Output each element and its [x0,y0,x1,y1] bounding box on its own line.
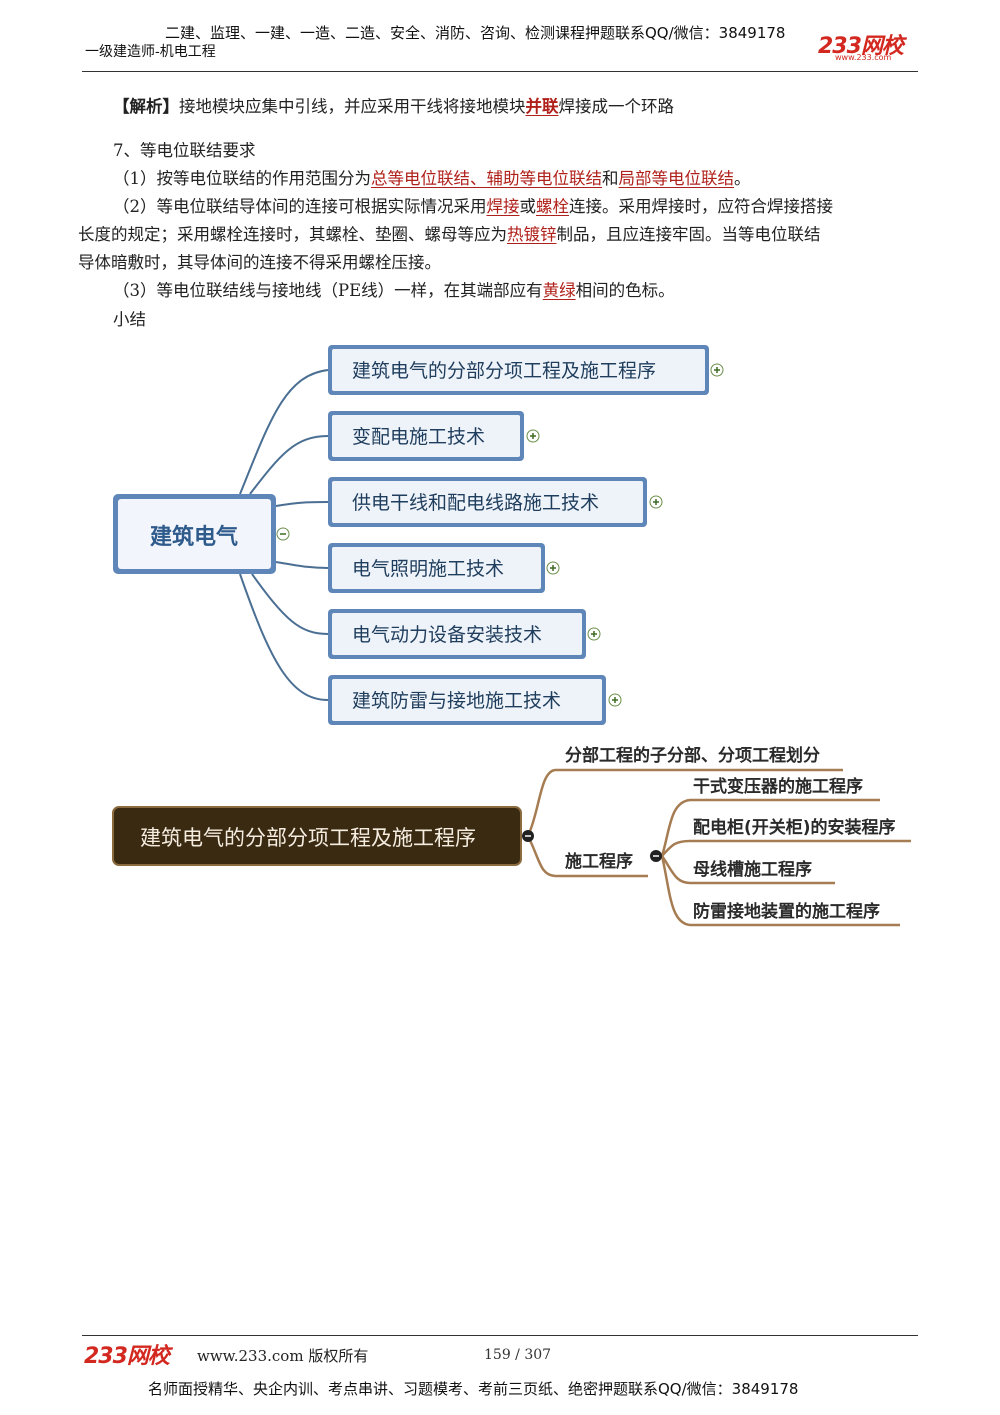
keyword-welding: 焊接 [486,197,520,216]
mindmap-2-child: 防雷接地装置的施工程序 [693,901,880,922]
header-subtitle: 一级建造师-机电工程 [85,44,216,60]
expand-plus-icon[interactable] [546,561,560,575]
footer-divider [82,1335,918,1336]
header-contact-line: 二建、监理、一建、一造、二造、安全、消防、咨询、检测课程押题联系QQ/微信：38… [165,24,786,42]
expand-plus-icon[interactable] [608,693,622,707]
mindmap-1-branch-label: 建筑电气的分部分项工程及施工程序 [352,360,656,382]
item-2-line-1: （2）等电位联结导体间的连接可根据实际情况采用焊接或螺栓连接。采用焊接时，应符合… [113,193,833,221]
analysis-text: 接地模块应集中引线，并应采用干线将接地模块 [179,97,526,116]
mindmap-1-root-node: 建筑电气 [113,494,276,574]
item-1-text: （1）按等电位联结的作用范围分为 [113,169,371,188]
keyword-parallel: 并联 [525,97,559,116]
mindmap-1-branch-0: 建筑电气的分部分项工程及施工程序 [328,345,709,395]
brand-logo-url: www.233.com [835,53,892,62]
expand-plus-icon[interactable] [710,363,724,377]
item-2-text-a: （2）等电位联结导体间的连接可根据实际情况采用 [113,197,487,216]
mindmap-1-branch-3: 电气照明施工技术 [328,543,545,593]
mindmap-1-branch-label: 电气动力设备安装技术 [352,624,542,646]
item-3: （3）等电位联结线与接地线（PE线）一样，在其端部应有黄绿相间的色标。 [113,277,675,305]
mindmap-1-branch-5: 建筑防雷与接地施工技术 [328,675,606,725]
analysis-tag: 【解析】 [113,97,179,116]
expand-plus-icon[interactable] [649,495,663,509]
summary-label: 小结 [113,310,146,329]
mindmap-2-branch-division: 分部工程的子分部、分项工程划分 [565,745,820,766]
collapse-minus-icon[interactable] [650,850,662,862]
mindmap-1-root-collapse[interactable] [276,527,290,541]
mindmap-2-branch-procedure: 施工程序 [565,851,633,872]
keyword-total-bonding: 总等电位联结、辅助等电位联结 [371,169,602,188]
item-1-end: 。 [734,169,751,188]
collapse-minus-icon[interactable] [522,830,534,842]
mindmap-2-root-label: 建筑电气的分部分项工程及施工程序 [140,826,476,850]
item-2-line-2: 长度的规定；采用螺栓连接时，其螺栓、垫圈、螺母等应为热镀锌制品，且应连接牢固。当… [78,221,821,249]
item-3-text: （3）等电位联结线与接地线（PE线）一样，在其端部应有 [113,281,543,300]
keyword-yellow-green: 黄绿 [542,281,576,300]
mindmap-1-branch-4: 电气动力设备安装技术 [328,609,586,659]
mindmap-1-branch-2: 供电干线和配电线路施工技术 [328,477,647,527]
mindmap-1-branch-label: 变配电施工技术 [352,426,485,448]
mindmap-1-root-label: 建筑电气 [150,524,238,550]
mindmap-2-connectors [526,768,691,927]
expand-plus-icon[interactable] [587,627,601,641]
mindmap-1-branch-label: 供电干线和配电线路施工技术 [352,492,599,514]
mindmap-1-branch-label: 电气照明施工技术 [352,558,504,580]
keyword-local-bonding: 局部等电位联结 [618,169,735,188]
analysis-paragraph: 【解析】接地模块应集中引线，并应采用干线将接地模块并联焊接成一个环路 [113,93,674,121]
mindmap-2-child: 配电柜(开关柜)的安装程序 [693,817,896,838]
mindmap-2-child: 干式变压器的施工程序 [693,776,863,797]
mindmap-1-connectors [239,369,329,701]
footer-copyright: www.233.com 版权所有 [197,1347,369,1365]
keyword-hot-galvanized: 热镀锌 [507,225,557,244]
mindmap-electrical: 建筑电气 建筑电气的分部分项工程及施工程序 变配电施工技术 供电干线和配电线路施… [113,345,724,725]
mindmap-1-branch-label: 建筑防雷与接地施工技术 [352,690,561,712]
item-1-mid: 和 [602,169,619,188]
item-3-end: 相间的色标。 [575,281,675,300]
mindmap-2-child: 母线槽施工程序 [693,859,812,880]
item-2-line-3: 导体暗敷时，其导体间的连接不得采用螺栓压接。 [78,253,441,272]
header-divider [82,71,918,72]
expand-plus-icon[interactable] [526,429,540,443]
brand-logo: 233网校 [818,34,904,59]
page-number: 159 / 307 [484,1347,552,1363]
item-2-text-e: 制品，且应连接牢固。当等电位联结 [556,225,821,244]
mindmap-2-root-node: 建筑电气的分部分项工程及施工程序 [112,806,522,866]
keyword-bolt: 螺栓 [536,197,569,216]
item-1: （1）按等电位联结的作用范围分为总等电位联结、辅助等电位联结和局部等电位联结。 [113,165,751,193]
item-2-text-c: 连接。采用焊接时，应符合焊接搭接 [569,197,833,216]
item-2-text-d: 长度的规定；采用螺栓连接时，其螺栓、垫圈、螺母等应为 [78,225,507,244]
mindmap-1-branch-1: 变配电施工技术 [328,411,524,461]
analysis-text-end: 焊接成一个环路 [558,97,675,116]
item-2-text-b: 或 [519,197,537,216]
mindmap-construction-procedure: 建筑电气的分部分项工程及施工程序 分部工程的子分部、分项工程划分 施工程序 干式… [112,745,911,927]
section-title: 7、等电位联结要求 [113,141,256,160]
footer-contact-line: 名师面授精华、央企内训、考点串讲、习题模考、考前三页纸、绝密押题联系QQ/微信：… [148,1380,799,1398]
footer-logo: 233网校 [84,1344,170,1369]
